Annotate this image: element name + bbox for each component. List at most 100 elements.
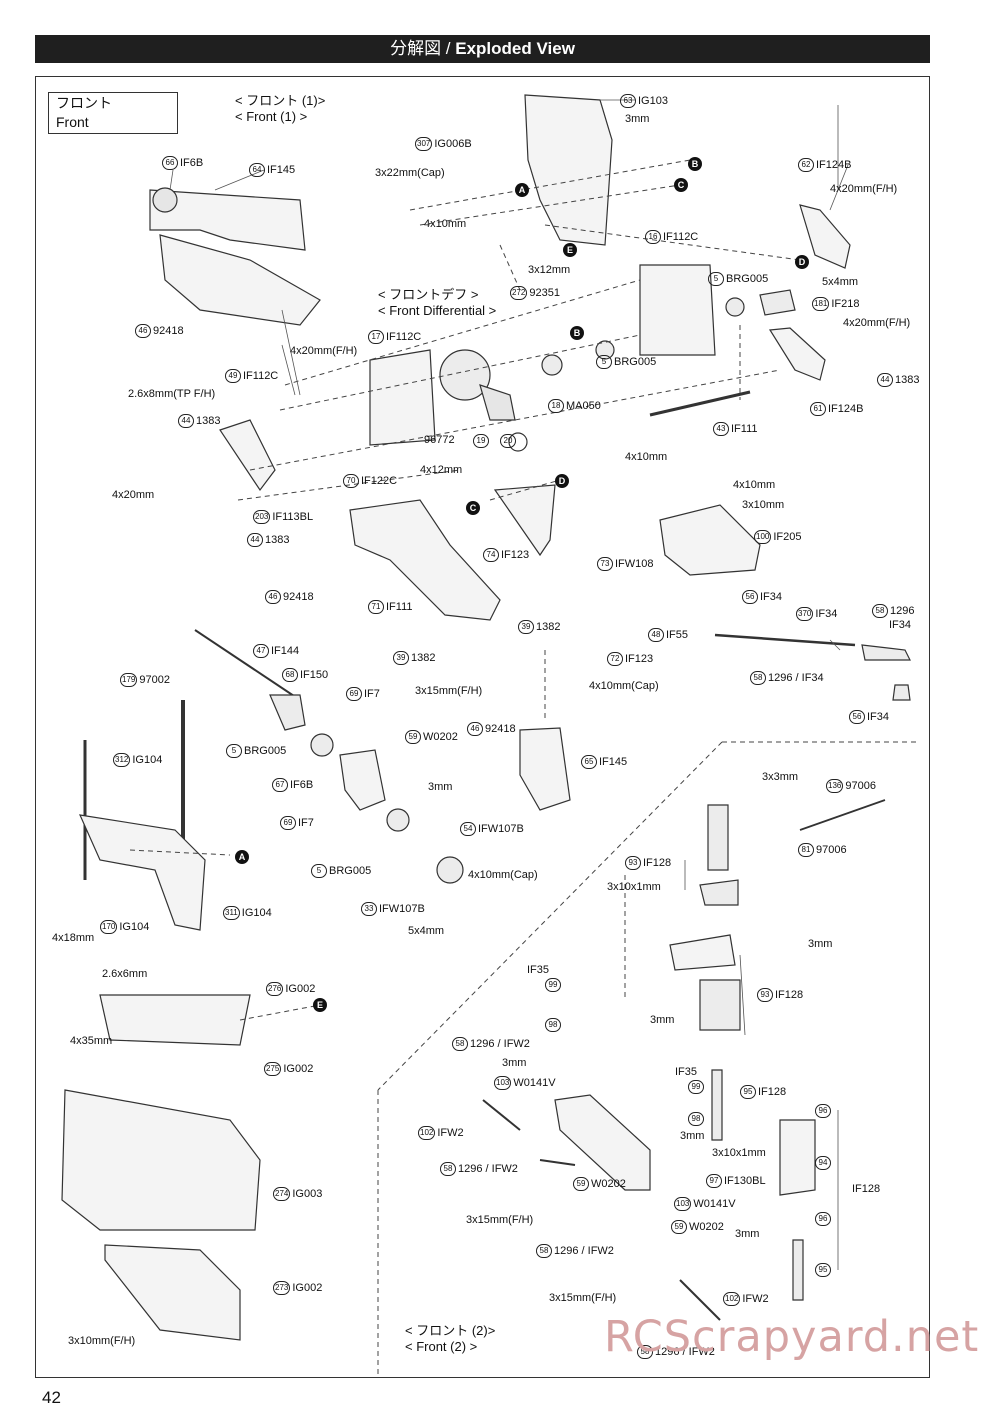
part-label: 2.6x6mm	[102, 968, 147, 981]
part-code: 1382	[536, 620, 561, 633]
part-number-circle: 102	[418, 1126, 436, 1140]
marker-d: D	[555, 474, 569, 488]
part-code: 3x10mm(F/H)	[68, 1335, 136, 1347]
part-number-circle: 70	[343, 474, 359, 488]
part-code: IF34	[760, 590, 783, 603]
part-code: 5x4mm	[408, 925, 445, 937]
part-label: 3x10x1mm	[712, 1147, 766, 1160]
part-number-circle: 307	[415, 137, 433, 151]
watermark: RCScrapyard.net	[604, 1312, 980, 1362]
part-number-circle: 33	[361, 902, 377, 916]
part-label: 96	[815, 1104, 833, 1118]
part-label: 3x15mm(F/H)	[466, 1214, 533, 1227]
marker-a: A	[515, 183, 529, 197]
part-label: 99	[545, 978, 563, 992]
part-code: 3mm	[650, 1014, 675, 1026]
part-code: 1296 / IFW2	[554, 1244, 614, 1257]
marker-c: C	[674, 178, 688, 192]
part-code: IF124B	[816, 158, 852, 171]
header-title-jp: 分解図	[390, 39, 442, 59]
part-code: IF150	[300, 668, 329, 681]
part-code: 3mm	[428, 781, 453, 793]
part-code: IG003	[292, 1187, 323, 1200]
part-code: IFW2	[742, 1292, 769, 1305]
part-code: IF113BL	[272, 510, 314, 523]
marker-e: E	[313, 998, 327, 1012]
part-code: 4x20mm(F/H)	[830, 183, 898, 195]
part-label: 4x10mm	[733, 479, 775, 492]
part-code: 4x35mm	[70, 1035, 113, 1047]
part-code: 3mm	[625, 113, 650, 125]
part-label: 3mm	[502, 1057, 526, 1070]
part-code: IF35	[527, 964, 550, 976]
part-code: IF34	[889, 619, 912, 631]
part-code: IF145	[599, 755, 628, 768]
part-label: 3x10mm(F/H)	[68, 1335, 135, 1348]
part-label: IF35	[527, 964, 549, 977]
part-number-circle: 100	[754, 530, 772, 544]
part-number-circle: 312	[113, 753, 131, 767]
part-number-circle: 44	[247, 533, 263, 547]
part-label: 3mm	[808, 938, 832, 951]
section-diff-jp: < フロントデフ >	[378, 287, 479, 302]
part-number-circle: 96	[815, 1104, 831, 1118]
part-number-circle: 98	[688, 1112, 704, 1126]
part-number-circle: 46	[265, 590, 281, 604]
part-code: 3x12mm	[528, 264, 571, 276]
part-code: 3x22mm(Cap)	[375, 167, 445, 179]
part-code: 97006	[845, 779, 876, 792]
part-code: 1296 / IF34	[768, 671, 824, 684]
part-code: IF35	[675, 1066, 698, 1078]
part-label: 98	[688, 1112, 706, 1126]
part-code: 3mm	[502, 1057, 527, 1069]
part-code: 4x20mm(F/H)	[290, 345, 358, 357]
part-label: 5x4mm	[822, 276, 858, 289]
part-number-circle: 94	[815, 1156, 831, 1170]
part-code: IF128	[775, 988, 804, 1001]
part-number-circle: 16	[645, 230, 661, 244]
part-code: W0202	[689, 1220, 724, 1233]
part-number-circle: 62	[798, 158, 814, 172]
part-label: IF35	[675, 1066, 697, 1079]
part-code: IFW2	[437, 1126, 464, 1139]
part-code: 3x15mm(F/H)	[549, 1292, 617, 1304]
part-code: W0202	[423, 730, 458, 743]
part-label: 3mm	[428, 781, 452, 794]
part-number-circle: 17	[368, 330, 384, 344]
part-code: 1383	[895, 373, 920, 386]
part-number-circle: 44	[877, 373, 893, 387]
part-number-circle: 102	[723, 1292, 741, 1306]
part-code: 4x10mm	[424, 218, 467, 230]
part-code: 3x10x1mm	[607, 881, 661, 893]
part-number-circle: 48	[648, 628, 664, 642]
part-number-circle: 58	[452, 1037, 468, 1051]
part-number-circle: 58	[637, 1345, 653, 1359]
part-code: 4x10mm(Cap)	[468, 869, 538, 881]
part-code: IG104	[119, 920, 150, 933]
front-label-jp: フロント	[56, 95, 112, 111]
part-code: 3x10mm	[742, 499, 785, 511]
part-code: 3x10x1mm	[712, 1147, 766, 1159]
part-code: IF112C	[663, 230, 699, 243]
part-number-circle: 58	[440, 1162, 456, 1176]
